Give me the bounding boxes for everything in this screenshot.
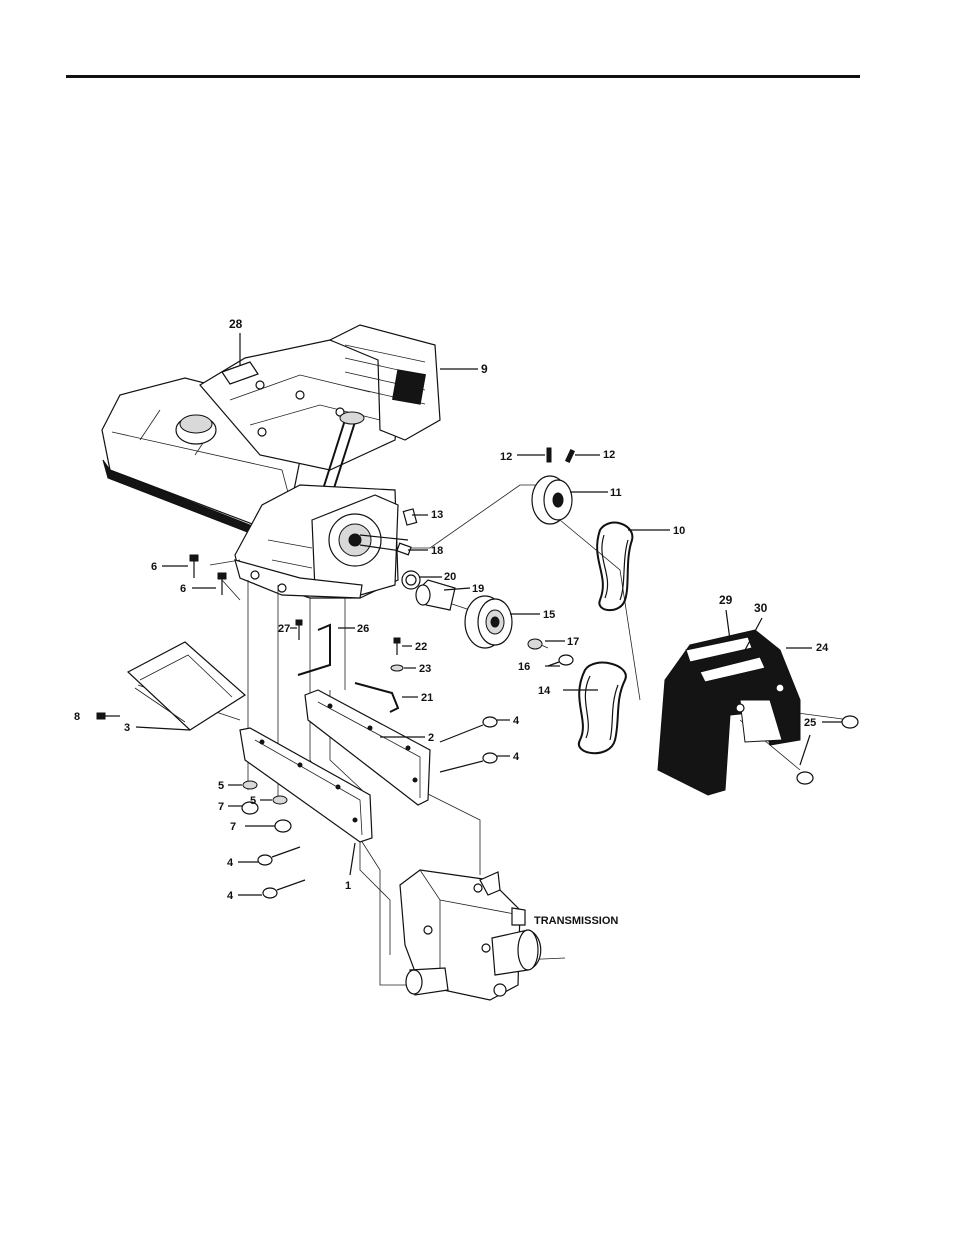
callout-29: 29	[719, 593, 733, 607]
callout-12-right: 12	[603, 449, 615, 461]
callout-5-right: 5	[250, 795, 256, 807]
callout-7-upper: 7	[218, 801, 224, 813]
callout-5-left: 5	[218, 780, 224, 792]
callout-2: 2	[428, 732, 434, 744]
callout-6-lower: 6	[180, 583, 186, 595]
sleeve	[416, 580, 455, 610]
idler-rod	[355, 683, 398, 712]
callout-11: 11	[610, 487, 622, 499]
belt-cover	[658, 630, 800, 795]
callout-1: 1	[345, 880, 351, 892]
callout-21: 21	[421, 692, 433, 704]
callout-16: 16	[518, 661, 530, 673]
callout-25: 25	[804, 717, 816, 729]
pulley-upper	[532, 476, 572, 524]
callout-30: 30	[754, 601, 768, 615]
callout-10: 10	[673, 525, 685, 537]
callout-17: 17	[567, 636, 579, 648]
engine	[102, 325, 440, 598]
callout-8: 8	[74, 711, 80, 723]
deflector-plate	[128, 642, 245, 730]
callout-23: 23	[419, 663, 431, 675]
callout-7-lower: 7	[230, 821, 236, 833]
callout-4-lower-left: 4	[227, 890, 234, 902]
callout-4-upper-right: 4	[513, 715, 520, 727]
transmission	[400, 870, 541, 1000]
callout-4-lower-right: 4	[513, 751, 520, 763]
callout-24: 24	[816, 642, 829, 654]
pulley-lower	[465, 596, 512, 648]
callout-9: 9	[481, 362, 488, 376]
callout-18: 18	[431, 545, 443, 557]
callout-15: 15	[543, 609, 555, 621]
callout-19: 19	[472, 583, 484, 595]
callout-4-upper-left: 4	[227, 857, 234, 869]
callout-20: 20	[444, 571, 456, 583]
callout-13: 13	[431, 509, 443, 521]
callout-3: 3	[124, 722, 130, 734]
belt-upper	[597, 523, 632, 611]
callout-28: 28	[229, 317, 243, 331]
callout-27: 27	[278, 623, 290, 635]
callout-6-upper: 6	[151, 561, 157, 573]
callout-22: 22	[415, 641, 427, 653]
callout-12-left: 12	[500, 451, 512, 463]
belt-guide-bracket	[298, 625, 330, 675]
callout-26: 26	[357, 623, 369, 635]
callout-14: 14	[538, 685, 551, 697]
transmission-label: TRANSMISSION	[534, 915, 618, 927]
